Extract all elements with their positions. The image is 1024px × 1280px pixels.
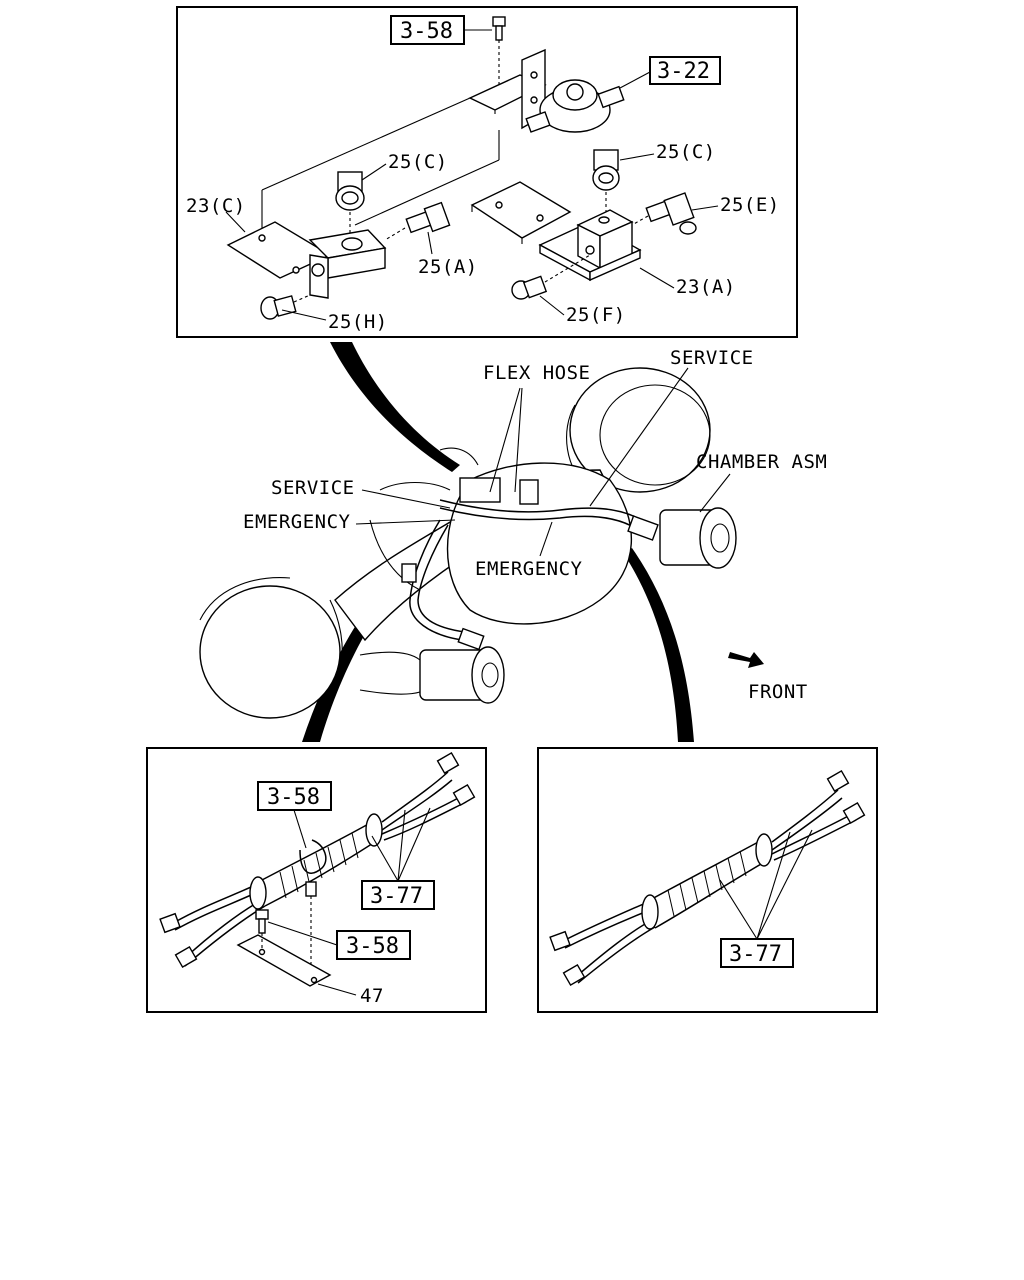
label-chamber-asm: CHAMBER ASM <box>696 451 827 473</box>
label-47: 47 <box>360 985 384 1007</box>
ref-box-3-77-right: 3-77 <box>719 829 813 968</box>
front-arrow-icon <box>728 652 764 668</box>
ref-3-58-top-text: 3-58 <box>400 19 453 44</box>
guide-line-a <box>261 97 471 191</box>
callout-arc-top <box>330 342 460 472</box>
label-23a: 23(A) <box>676 276 736 298</box>
hose-assembly-left <box>159 751 476 975</box>
fitting-25h <box>260 294 311 320</box>
callout-arc-bottom-right <box>624 548 694 742</box>
top-detail-panel: 3-58 3-22 <box>176 6 798 338</box>
clip-plate-47 <box>236 934 332 987</box>
valve-block-23c <box>226 221 387 299</box>
label-25a: 25(A) <box>418 256 478 278</box>
label-front: FRONT <box>748 681 808 703</box>
bottom-left-frame <box>146 747 487 1013</box>
ref-box-3-58-upper: 3-58 <box>257 781 332 849</box>
ref-3-22-text: 3-22 <box>657 59 710 84</box>
bracket-plate-middle <box>470 181 572 244</box>
label-25h: 25(H) <box>328 311 388 333</box>
label-service-top: SERVICE <box>670 347 754 369</box>
bottom-right-detail-panel: 3-77 <box>537 747 878 1013</box>
bolt-part <box>492 16 506 90</box>
ref-box-3-58-top: 3-58 <box>390 15 492 45</box>
ref-box-3-58-lower: 3-58 <box>267 921 411 960</box>
ref-box-3-77-left: 3-77 <box>361 807 435 910</box>
valve-block-23a <box>538 209 642 282</box>
label-emergency-mid: EMERGENCY <box>475 558 583 580</box>
ref-box-3-22: 3-22 <box>619 56 721 89</box>
brake-chamber-left <box>359 646 505 704</box>
fitting-25c-left <box>335 171 365 238</box>
label-25f: 25(F) <box>566 304 626 326</box>
label-service-left: SERVICE <box>271 477 355 499</box>
differential-housing <box>446 462 633 625</box>
fitting-25a <box>384 201 451 241</box>
ref-3-77-right-text: 3-77 <box>729 942 782 967</box>
brake-drum-left <box>199 585 341 719</box>
callout-arc-bottom-left <box>302 574 402 742</box>
label-emergency-left: EMERGENCY <box>243 511 351 533</box>
label-25e: 25(E) <box>720 194 780 216</box>
bottom-left-detail-panel: 47 3-58 3-77 3-58 <box>146 747 487 1013</box>
label-flex-hose: FLEX HOSE <box>483 362 590 384</box>
ref-3-77-left-text: 3-77 <box>370 884 423 909</box>
ref-3-58-upper-text: 3-58 <box>267 785 320 810</box>
label-23c: 23(C) <box>186 195 246 217</box>
ref-3-58-lower-text: 3-58 <box>346 934 399 959</box>
bottom-right-frame <box>537 747 878 1013</box>
axle-assembly <box>199 367 737 719</box>
bolt-small <box>255 909 269 948</box>
fitting-25e <box>631 192 697 235</box>
hose-assembly-right <box>549 769 866 987</box>
top-panel-frame <box>176 6 798 338</box>
bracket-plate-upper <box>468 48 625 133</box>
fitting-25f <box>511 254 591 300</box>
fitting-25c-right <box>592 149 620 212</box>
brake-chamber-right <box>659 507 737 569</box>
label-25c-right: 25(C) <box>656 141 716 163</box>
relay-valve <box>459 477 501 503</box>
label-25c-left: 25(C) <box>388 151 448 173</box>
